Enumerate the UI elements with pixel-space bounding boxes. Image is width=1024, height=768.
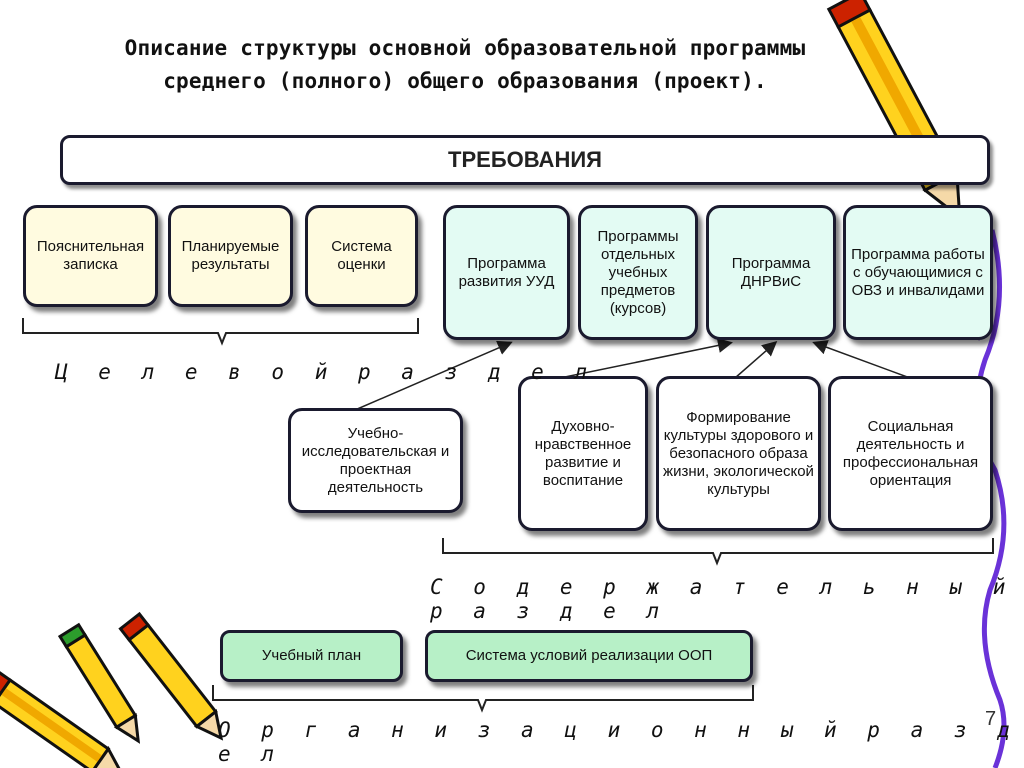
- page-number: 7: [985, 708, 997, 730]
- spiritual-development-box: Духовно-нравственное развитие и воспитан…: [518, 376, 648, 531]
- dnrvis-program-box: Программа ДНРВиС: [706, 205, 836, 340]
- content-brace: [442, 538, 994, 566]
- arrow: [812, 340, 911, 379]
- page-title: Описание структуры основной образователь…: [0, 32, 930, 98]
- social-activity-box: Социальная деятельность и профессиональн…: [828, 376, 993, 531]
- pencil-icon: [0, 668, 126, 768]
- title-line-1: Описание структуры основной образователь…: [124, 36, 806, 60]
- assessment-system-box: Система оценки: [305, 205, 418, 307]
- requirements-bar: ТРЕБОВАНИЯ: [60, 135, 990, 185]
- org-section-label: О р г а н и з а ц и о н н ы й р а з д е …: [218, 718, 1019, 766]
- explanatory-note-box: Пояснительная записка: [23, 205, 158, 307]
- planned-results-box: Планируемые результаты: [168, 205, 293, 307]
- purple-wavy-line: [974, 229, 1007, 768]
- pencil-icon: [118, 611, 224, 741]
- target-brace: [22, 318, 419, 346]
- ovz-program-box: Программа работы с обучающимися с ОВЗ и …: [843, 205, 993, 340]
- research-activity-box: Учебно-исследовательская и проектная дея…: [288, 408, 463, 513]
- curriculum-box: Учебный план: [220, 630, 403, 682]
- org-brace: [212, 685, 754, 713]
- arrow: [559, 338, 733, 379]
- uud-program-box: Программа развития УУД: [443, 205, 570, 340]
- arrow: [734, 341, 778, 379]
- healthy-lifestyle-box: Формирование культуры здорового и безопа…: [656, 376, 821, 531]
- subject-programs-box: Программы отдельных учебных предметов (к…: [578, 205, 698, 340]
- arrow: [354, 340, 513, 411]
- conditions-system-box: Система условий реализации ООП: [425, 630, 753, 682]
- target-section-label: Ц е л е в о й р а з д е л: [55, 360, 597, 384]
- title-line-2: среднего (полного) общего образования (п…: [163, 69, 767, 93]
- pencil-icon: [57, 622, 141, 744]
- content-section-label: С о д е р ж а т е л ь н ы й р а з д е л: [430, 575, 1015, 623]
